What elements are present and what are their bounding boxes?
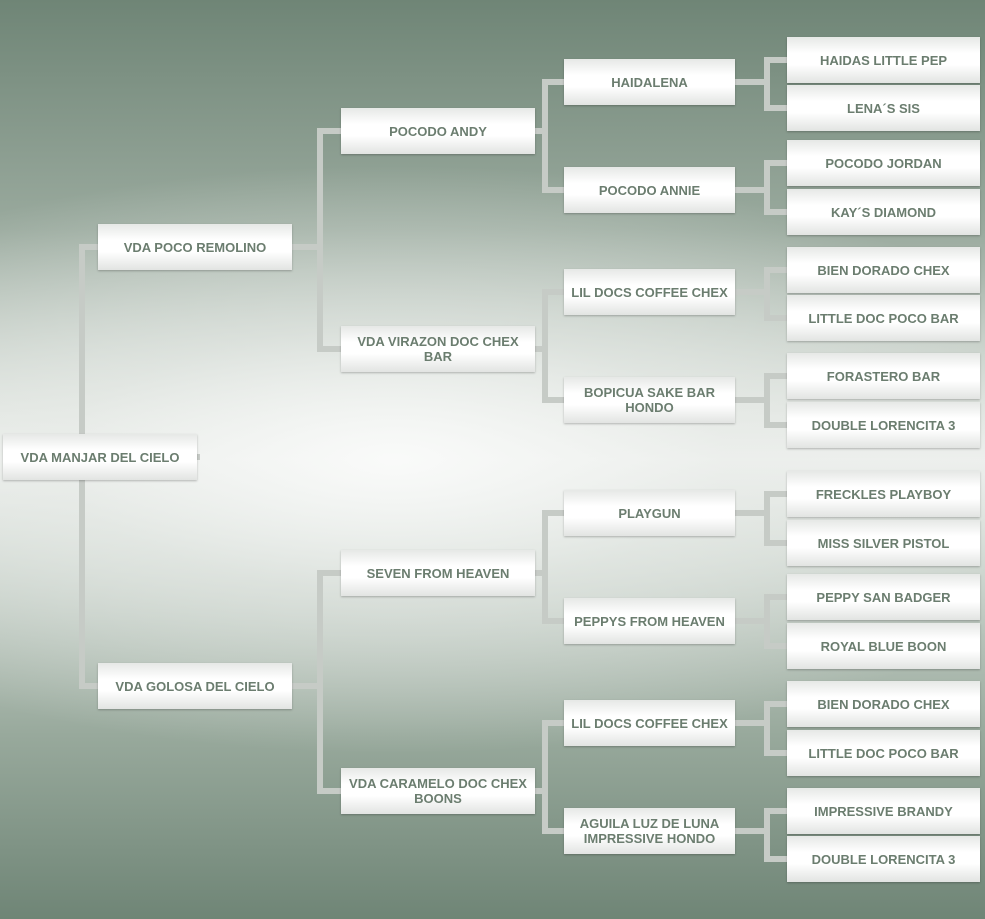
ancestor-box-gen4[interactable]: IMPRESSIVE BRANDY	[787, 788, 980, 834]
connector-line	[735, 397, 770, 403]
connector-line	[767, 808, 787, 814]
connector-line	[545, 397, 564, 403]
connector-line	[767, 750, 787, 756]
ancestor-box-gen4[interactable]: DOUBLE LORENCITA 3	[787, 836, 980, 882]
connector-line	[535, 788, 548, 794]
connector-line	[535, 128, 548, 134]
subject-horse-box[interactable]: VDA MANJAR DEL CIELO	[3, 434, 197, 480]
ancestor-box-gen4[interactable]: HAIDAS LITTLE PEP	[787, 37, 980, 83]
ancestor-box-gen4[interactable]: ROYAL BLUE BOON	[787, 623, 980, 669]
connector-line	[735, 187, 770, 193]
connector-line	[542, 510, 548, 624]
connector-line	[764, 701, 770, 756]
connector-line	[735, 510, 770, 516]
connector-line	[764, 491, 770, 546]
connector-line	[545, 720, 564, 726]
connector-line	[767, 209, 787, 215]
connector-line	[317, 570, 323, 794]
connector-line	[292, 244, 323, 250]
connector-line	[767, 540, 787, 546]
connector-line	[767, 57, 787, 63]
connector-line	[767, 422, 787, 428]
ancestor-box-gen3[interactable]: PEPPYS FROM HEAVEN	[564, 598, 735, 644]
connector-line	[320, 128, 341, 134]
ancestor-box-gen2[interactable]: VDA CARAMELO DOC CHEX BOONS	[341, 768, 535, 814]
ancestor-box-gen3[interactable]: LIL DOCS COFFEE CHEX	[564, 700, 735, 746]
connector-line	[535, 570, 548, 576]
connector-line	[542, 720, 548, 834]
connector-line	[320, 346, 341, 352]
connector-line	[535, 346, 548, 352]
connector-line	[735, 79, 770, 85]
connector-line	[545, 510, 564, 516]
ancestor-box-gen4[interactable]: BIEN DORADO CHEX	[787, 681, 980, 727]
connector-line	[320, 570, 341, 576]
connector-line	[320, 788, 341, 794]
connector-line	[317, 128, 323, 352]
connector-line	[767, 105, 787, 111]
connector-line	[767, 701, 787, 707]
connector-line	[767, 491, 787, 497]
connector-line	[82, 244, 98, 250]
ancestor-box-gen2[interactable]: VDA VIRAZON DOC CHEX BAR	[341, 326, 535, 372]
connector-line	[545, 79, 564, 85]
connector-line	[542, 79, 548, 193]
ancestor-box-gen4[interactable]: LITTLE DOC POCO BAR	[787, 730, 980, 776]
ancestor-box-gen4[interactable]: FRECKLES PLAYBOY	[787, 471, 980, 517]
ancestor-box-gen3[interactable]: PLAYGUN	[564, 490, 735, 536]
ancestor-box-gen1[interactable]: VDA POCO REMOLINO	[98, 224, 292, 270]
ancestor-box-gen3[interactable]: AGUILA LUZ DE LUNA IMPRESSIVE HONDO	[564, 808, 735, 854]
connector-line	[735, 618, 770, 624]
connector-line	[767, 267, 787, 273]
connector-line	[545, 828, 564, 834]
connector-line	[767, 856, 787, 862]
ancestor-box-gen4[interactable]: LITTLE DOC POCO BAR	[787, 295, 980, 341]
connector-line	[735, 828, 770, 834]
ancestor-box-gen4[interactable]: KAY´S DIAMOND	[787, 189, 980, 235]
ancestor-box-gen3[interactable]: POCODO ANNIE	[564, 167, 735, 213]
ancestor-box-gen4[interactable]: MISS SILVER PISTOL	[787, 520, 980, 566]
ancestor-box-gen4[interactable]: PEPPY SAN BADGER	[787, 574, 980, 620]
ancestor-box-gen2[interactable]: POCODO ANDY	[341, 108, 535, 154]
ancestor-box-gen3[interactable]: HAIDALENA	[564, 59, 735, 105]
ancestor-box-gen2[interactable]: SEVEN FROM HEAVEN	[341, 550, 535, 596]
connector-line	[545, 618, 564, 624]
ancestor-box-gen1[interactable]: VDA GOLOSA DEL CIELO	[98, 663, 292, 709]
connector-line	[767, 594, 787, 600]
connector-line	[735, 720, 770, 726]
ancestor-box-gen4[interactable]: BIEN DORADO CHEX	[787, 247, 980, 293]
ancestor-box-gen3[interactable]: LIL DOCS COFFEE CHEX	[564, 269, 735, 315]
connector-line	[767, 160, 787, 166]
ancestor-box-gen4[interactable]: LENA´S SIS	[787, 85, 980, 131]
connector-line	[764, 808, 770, 862]
ancestor-box-gen4[interactable]: FORASTERO BAR	[787, 353, 980, 399]
connector-line	[292, 683, 323, 689]
connector-line	[545, 187, 564, 193]
connector-line	[545, 289, 564, 295]
connector-line	[767, 373, 787, 379]
connector-line	[767, 643, 787, 649]
ancestor-box-gen4[interactable]: POCODO JORDAN	[787, 140, 980, 186]
ancestor-box-gen3[interactable]: BOPICUA SAKE BAR HONDO	[564, 377, 735, 423]
ancestor-box-gen4[interactable]: DOUBLE LORENCITA 3	[787, 402, 980, 448]
connector-line	[767, 315, 787, 321]
connector-line	[82, 683, 98, 689]
connector-line	[735, 289, 770, 295]
